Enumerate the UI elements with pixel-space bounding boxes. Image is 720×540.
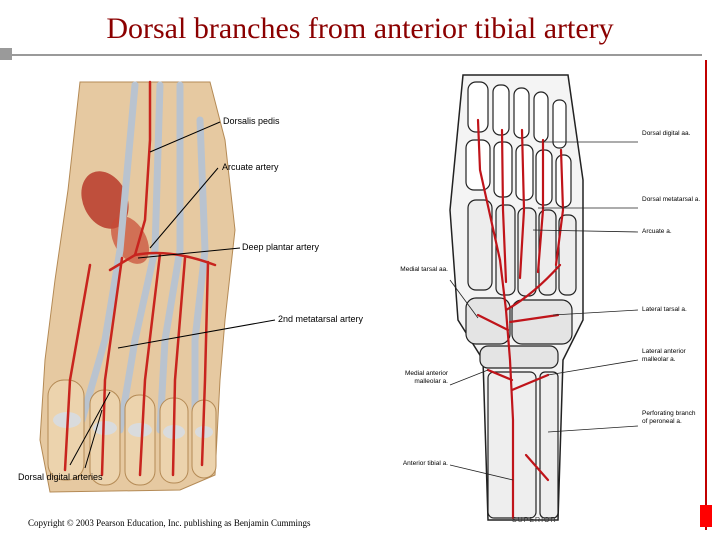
- label-lateral-anterior-malleolar-a: Lateral anterior malleolar a.: [642, 348, 686, 363]
- skeletal-foot-diagram: Dorsal digital aa. Dorsal metatarsal a. …: [388, 60, 710, 530]
- label-lateral-tarsal-a: Lateral tarsal a.: [642, 306, 687, 313]
- slide-right-rule: [705, 60, 707, 530]
- dorsal-foot-illustration: Dorsalis pedis Arcuate artery Deep plant…: [10, 80, 390, 500]
- label-anterior-tibial-a: Anterior tibial a.: [402, 460, 448, 467]
- label-dorsal-digital-arteries: Dorsal digital arteries: [18, 472, 103, 482]
- slide-title: Dorsal branches from anterior tibial art…: [106, 12, 614, 45]
- label-dorsalis-pedis: Dorsalis pedis: [223, 116, 280, 126]
- dorsal-foot-drawing: [39, 80, 276, 493]
- label-dorsal-metatarsal-a: Dorsal metatarsal a.: [642, 196, 701, 203]
- label-arcuate-artery: Arcuate artery: [222, 162, 279, 172]
- label-2nd-metatarsal-artery: 2nd metatarsal artery: [278, 314, 364, 324]
- label-medial-tarsal-aa: Medial tarsal aa.: [400, 266, 448, 273]
- label-perforating-branch-peroneal-a: Perforating branch of peroneal a.: [642, 410, 696, 425]
- label-medial-anterior-malleolar-a: Medial anterior malleolar a.: [405, 370, 448, 385]
- orientation-label: SUPERIOR: [512, 517, 557, 524]
- slide-corner-marker: [700, 505, 712, 527]
- copyright-notice: Copyright © 2003 Pearson Education, Inc.…: [28, 518, 311, 528]
- label-dorsal-digital-aa: Dorsal digital aa.: [642, 130, 691, 137]
- skeletal-foot-drawing: [449, 74, 639, 521]
- label-deep-plantar-artery: Deep plantar artery: [242, 242, 320, 252]
- label-arcuate-a: Arcuate a.: [642, 228, 672, 235]
- title-rule: [12, 54, 702, 56]
- title-rule-block: [0, 48, 12, 60]
